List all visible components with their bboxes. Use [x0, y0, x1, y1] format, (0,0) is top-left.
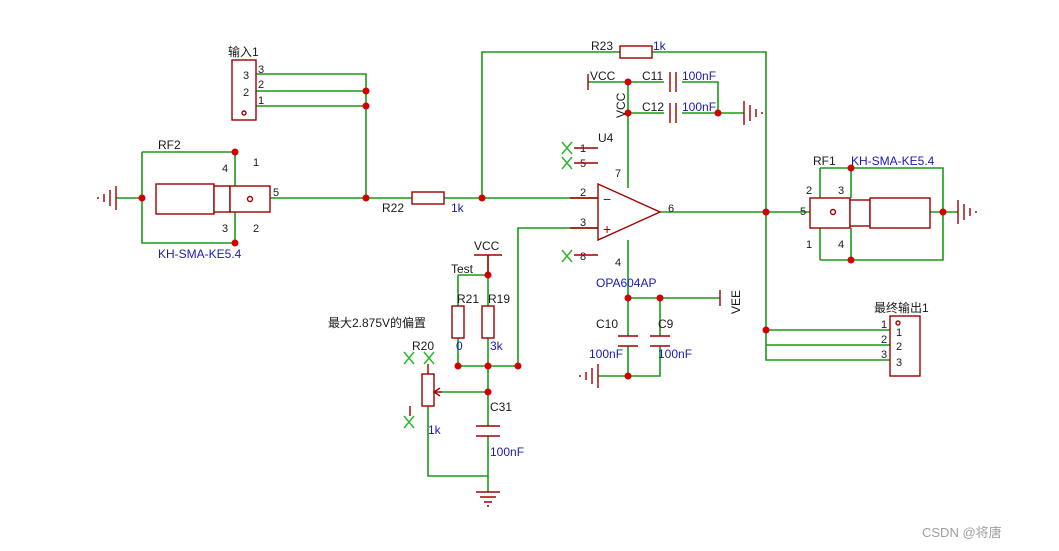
csdn-watermark: CSDN @将唐: [922, 525, 1002, 540]
wires: [116, 51, 958, 492]
output-pin-1-num: 1: [881, 319, 887, 331]
input-connector-ref: 输入1: [228, 44, 259, 59]
c11-value: 100nF: [682, 69, 716, 83]
c10-value: 100nF: [589, 347, 623, 361]
rf2-sma-connector[interactable]: RF2 KH-SMA-KE5.4 4 1 3 2 5: [155, 138, 279, 261]
rf2-ground-icon: [97, 186, 117, 210]
c12-value: 100nF: [682, 100, 716, 114]
opamp-value: OPA604AP: [596, 276, 656, 290]
resistor-r22[interactable]: R22 1k: [382, 191, 465, 215]
rf1-ref: RF1: [813, 154, 836, 168]
test-label: Test: [451, 262, 474, 276]
vee-label: VEE: [729, 290, 743, 314]
output-connector[interactable]: 最终输出1 1 2 3 1 2 3: [874, 300, 929, 377]
rf1-pin-3: 3: [838, 185, 844, 197]
vcc-vertical-label: VCC: [614, 92, 628, 118]
opamp-pin-8: 8: [580, 251, 586, 263]
resistor-r21[interactable]: R21 0: [451, 292, 479, 353]
bias-ground-icon: [476, 491, 500, 507]
opamp-ref: U4: [598, 131, 614, 145]
c11-ref: C11: [642, 69, 663, 83]
vcc-top-net: VCC: [587, 69, 616, 90]
capacitor-c9[interactable]: C9 100nF: [650, 317, 692, 361]
input-pin-2-num: 2: [258, 79, 264, 91]
vee-ground-icon: [579, 364, 599, 388]
decoupling-ground-icon: [743, 101, 763, 125]
output-pin-3-num: 3: [881, 349, 887, 361]
opamp-u4[interactable]: − + U4 OPA604AP 1 5 2 3 8 7 4 6: [570, 131, 674, 290]
rf2-ref: RF2: [158, 138, 181, 152]
bias-annotation: 最大2.875V的偏置: [328, 315, 426, 330]
rf2-pin-2: 2: [253, 223, 259, 235]
vcc-top-label: VCC: [590, 69, 616, 83]
junction-dots: [138, 78, 947, 396]
input-connector[interactable]: 输入1 3 2 3 2 1: [228, 44, 264, 121]
output-pin-2-num: 2: [881, 334, 887, 346]
vcc-bias-net: VCC: [474, 239, 502, 275]
r19-value: 3k: [490, 339, 504, 353]
r23-ref: R23: [591, 39, 613, 53]
c9-ref: C9: [658, 317, 674, 331]
opamp-pin-3: 3: [580, 217, 586, 229]
rf2-pin-5: 5: [273, 187, 279, 199]
rf1-ground-icon: [957, 200, 977, 224]
rf1-pin-1: 1: [806, 239, 812, 251]
rf1-sma-connector[interactable]: RF1 KH-SMA-KE5.4 2 3 1 4 5: [800, 154, 935, 251]
rf1-pin-2: 2: [806, 185, 812, 197]
opamp-pin-4: 4: [615, 257, 621, 269]
c31-ref: C31: [490, 400, 512, 414]
vee-net: VEE: [719, 290, 743, 314]
vcc-bias-label: VCC: [474, 239, 500, 253]
capacitor-c31[interactable]: C31 100nF: [476, 400, 524, 459]
r20-ref: R20: [412, 339, 434, 353]
c9-value: 100nF: [658, 347, 692, 361]
rf2-pin-1: 1: [253, 157, 259, 169]
r20-value: 1k: [428, 423, 442, 437]
resistor-r23[interactable]: R23 1k: [591, 39, 667, 59]
rf2-value: KH-SMA-KE5.4: [158, 247, 242, 261]
rf1-pin-5: 5: [800, 206, 806, 218]
r21-ref: R21: [457, 292, 479, 306]
input-pin-3-label: 3: [243, 70, 249, 82]
input-pin-1-num: 1: [258, 95, 264, 107]
output-pin-1-label: 1: [896, 327, 902, 339]
rf2-pin-3: 3: [222, 223, 228, 235]
r22-value: 1k: [451, 201, 465, 215]
no-connect-markers: [403, 141, 573, 429]
opamp-plus: +: [603, 221, 611, 237]
opamp-pin-6: 6: [668, 203, 674, 215]
capacitor-c10[interactable]: C10 100nF: [589, 317, 638, 361]
opamp-pin-7: 7: [615, 168, 621, 180]
opamp-pin-2: 2: [580, 187, 586, 199]
output-pin-3-label: 3: [896, 357, 902, 369]
rf2-pin-4: 4: [222, 163, 228, 175]
c10-ref: C10: [596, 317, 618, 331]
opamp-pin-1: 1: [580, 143, 586, 155]
input-pin-3-num: 3: [258, 64, 264, 76]
r22-ref: R22: [382, 201, 404, 215]
input-pin-2-label: 2: [243, 87, 249, 99]
capacitor-c11[interactable]: C11 100nF: [642, 69, 716, 92]
r23-value: 1k: [653, 39, 667, 53]
c31-value: 100nF: [490, 445, 524, 459]
potentiometer-r20[interactable]: R20 1k: [409, 339, 442, 437]
r19-ref: R19: [488, 292, 510, 306]
capacitor-c12[interactable]: C12 100nF: [642, 100, 716, 123]
opamp-pin-5: 5: [580, 158, 586, 170]
output-pin-2-label: 2: [896, 341, 902, 353]
rf1-value: KH-SMA-KE5.4: [851, 154, 935, 168]
resistor-r19[interactable]: R19 3k: [481, 292, 510, 353]
rf1-pin-4: 4: [838, 239, 844, 251]
c12-ref: C12: [642, 100, 664, 114]
r21-value: 0: [456, 339, 463, 353]
output-connector-ref: 最终输出1: [874, 300, 929, 315]
opamp-minus: −: [603, 191, 611, 207]
